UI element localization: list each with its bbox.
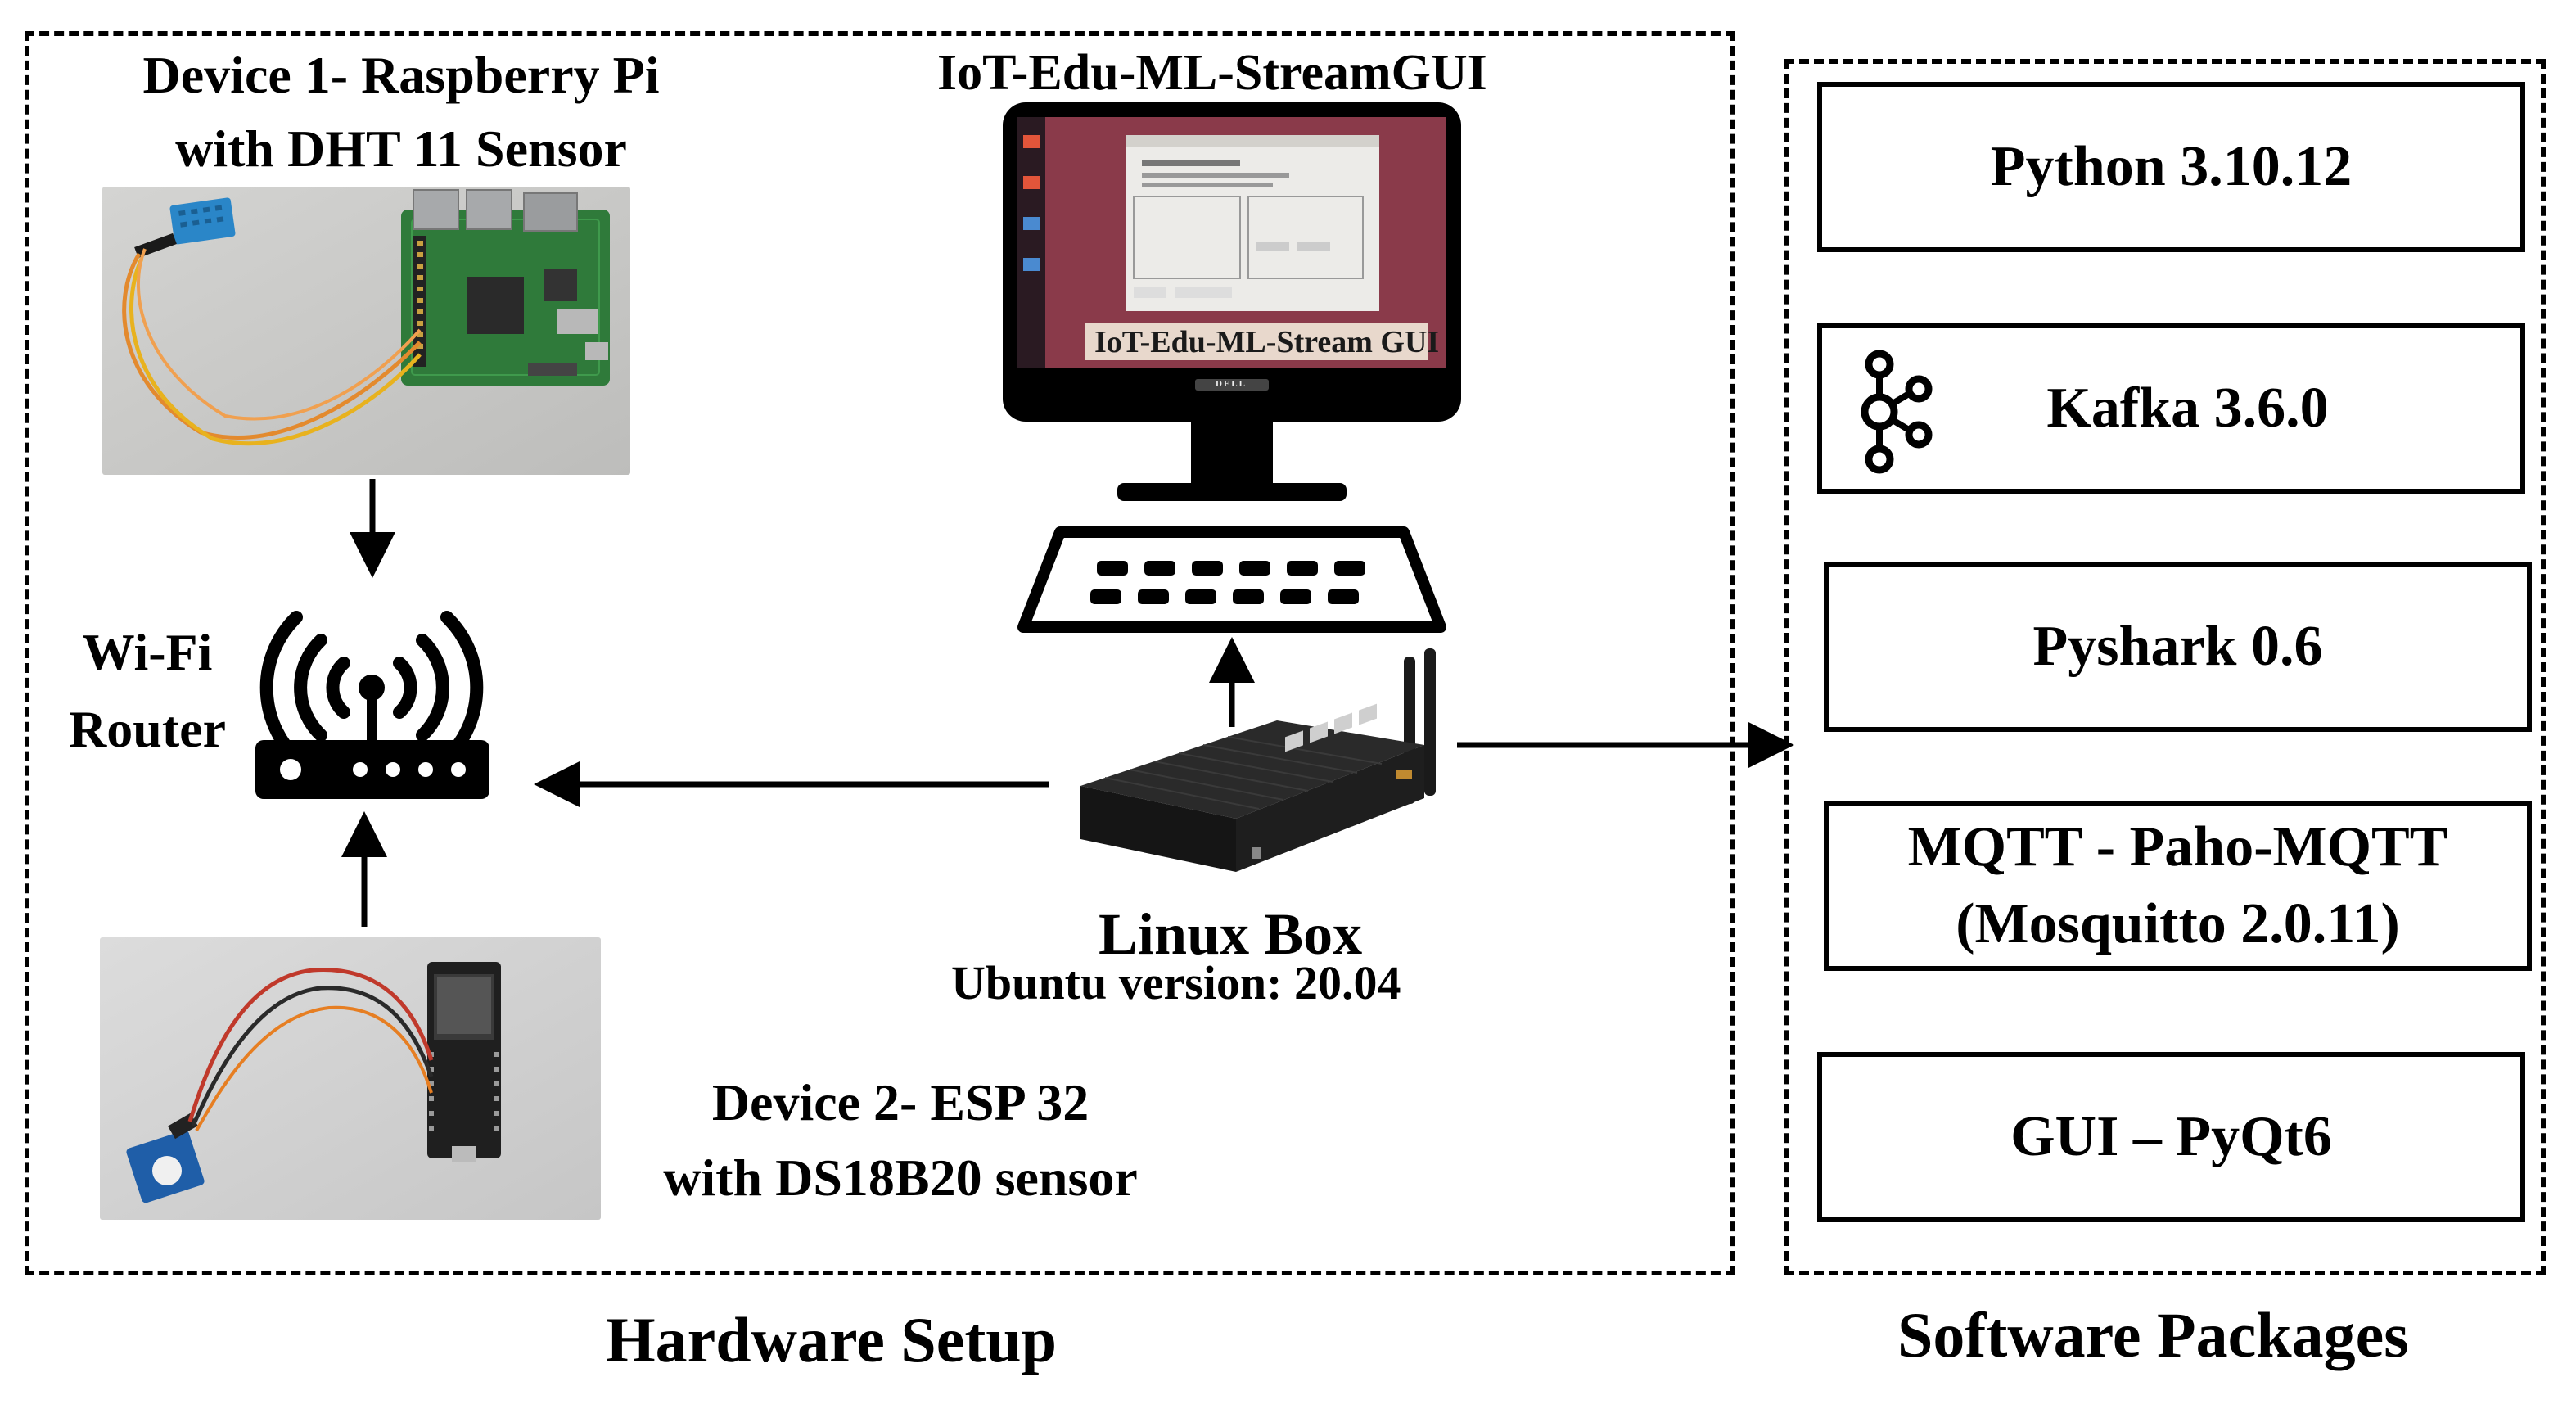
device1-title-line1: Device 1- Raspberry Pi [142, 46, 660, 104]
keyboard-icon [1017, 526, 1446, 633]
package-kafka-label: Kafka 3.6.0 [2046, 376, 2329, 440]
package-kafka: Kafka 3.6.0 [1817, 323, 2525, 494]
package-pyshark: Pyshark 0.6 [1824, 562, 2532, 732]
linux-box-label: Linux Box [1099, 901, 1363, 967]
gui-title: IoT-Edu-ML-StreamGUI [937, 45, 1487, 101]
screen-caption: IoT-Edu-ML-Stream GUI [1094, 325, 1440, 359]
package-gui: GUI – PyQt6 [1817, 1052, 2525, 1222]
package-pyshark-label: Pyshark 0.6 [2032, 614, 2323, 678]
package-gui-label: GUI – PyQt6 [2010, 1104, 2332, 1168]
package-mqtt: MQTT - Paho-MQTT (Mosquitto 2.0.11) [1824, 801, 2532, 971]
router-label-line1: Wi-Fi [82, 623, 213, 681]
software-packages-frame [1784, 59, 2546, 1275]
monitor: IoT-Edu-ML-Stream GUI DELL [1003, 102, 1461, 503]
package-python: Python 3.10.12 [1817, 82, 2525, 252]
software-packages-label: Software Packages [1897, 1299, 2409, 1370]
device2-title: Device 2- ESP 32 with DS18B20 sensor [598, 1077, 1203, 1204]
hardware-setup-frame [25, 31, 1735, 1275]
package-python-label: Python 3.10.12 [1990, 134, 2353, 198]
raspberry-pi-photo [102, 187, 630, 475]
device2-title-line1: Device 2- ESP 32 [711, 1073, 1089, 1131]
monitor-icon [1003, 102, 1461, 501]
linux-box-version: Ubuntu version: 20.04 [951, 956, 1401, 1009]
device2-title-line2: with DS18B20 sensor [663, 1149, 1138, 1207]
esp32-photo [100, 937, 601, 1220]
router-label-line2: Router [69, 700, 226, 758]
kafka-icon [1861, 350, 1933, 474]
router-label: Wi-Fi Router [49, 626, 246, 756]
package-mqtt-label-line1: MQTT - Paho-MQTT [1907, 815, 2448, 878]
monitor-brand: DELL [1216, 379, 1247, 389]
wifi-router-icon [255, 611, 489, 799]
device1-title: Device 1- Raspberry Pi with DHT 11 Senso… [82, 49, 720, 175]
hardware-setup-label: Hardware Setup [606, 1304, 1058, 1375]
linux-box-photo [1080, 648, 1436, 872]
device1-title-line2: with DHT 11 Sensor [175, 120, 627, 178]
package-mqtt-label-line2: (Mosquitto 2.0.11) [1956, 892, 2400, 955]
